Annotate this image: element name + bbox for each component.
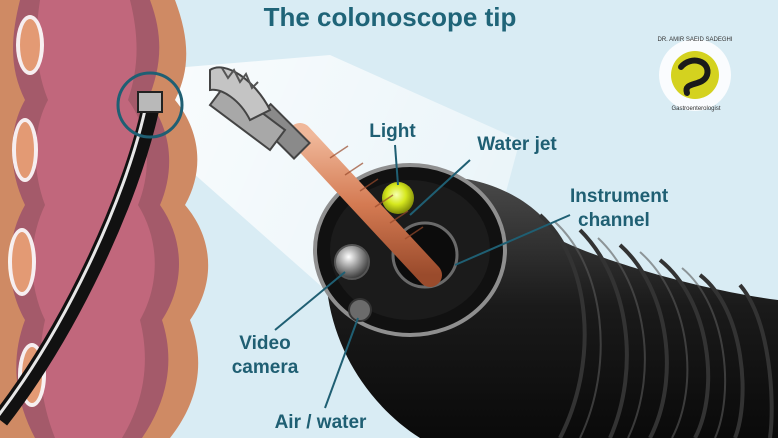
zoom-circle xyxy=(116,71,184,139)
biopsy-instrument xyxy=(208,66,442,287)
leader-lines xyxy=(274,144,571,409)
label-instrument-channel-line2: channel xyxy=(578,210,650,231)
label-instrument-channel-line1: Instrument xyxy=(570,186,669,207)
label-video-camera-line2: camera xyxy=(231,357,299,378)
label-air-water: Air / water xyxy=(274,412,367,433)
label-video-camera-line1: Video xyxy=(239,333,291,354)
video-camera-lens xyxy=(334,244,370,280)
scope-cable xyxy=(0,108,159,426)
logo xyxy=(659,39,731,111)
label-light: Light xyxy=(369,121,416,142)
logo-ring-text-top: DR. AMIR SAEID SADEGHI xyxy=(657,37,733,43)
diagram-title: The colonoscope tip xyxy=(263,2,517,32)
label-water-jet: Water jet xyxy=(477,134,557,155)
air-water-nozzle xyxy=(348,298,372,322)
logo-ring-text-bottom: Gastroenterologist xyxy=(671,106,721,112)
light-source xyxy=(382,182,414,214)
